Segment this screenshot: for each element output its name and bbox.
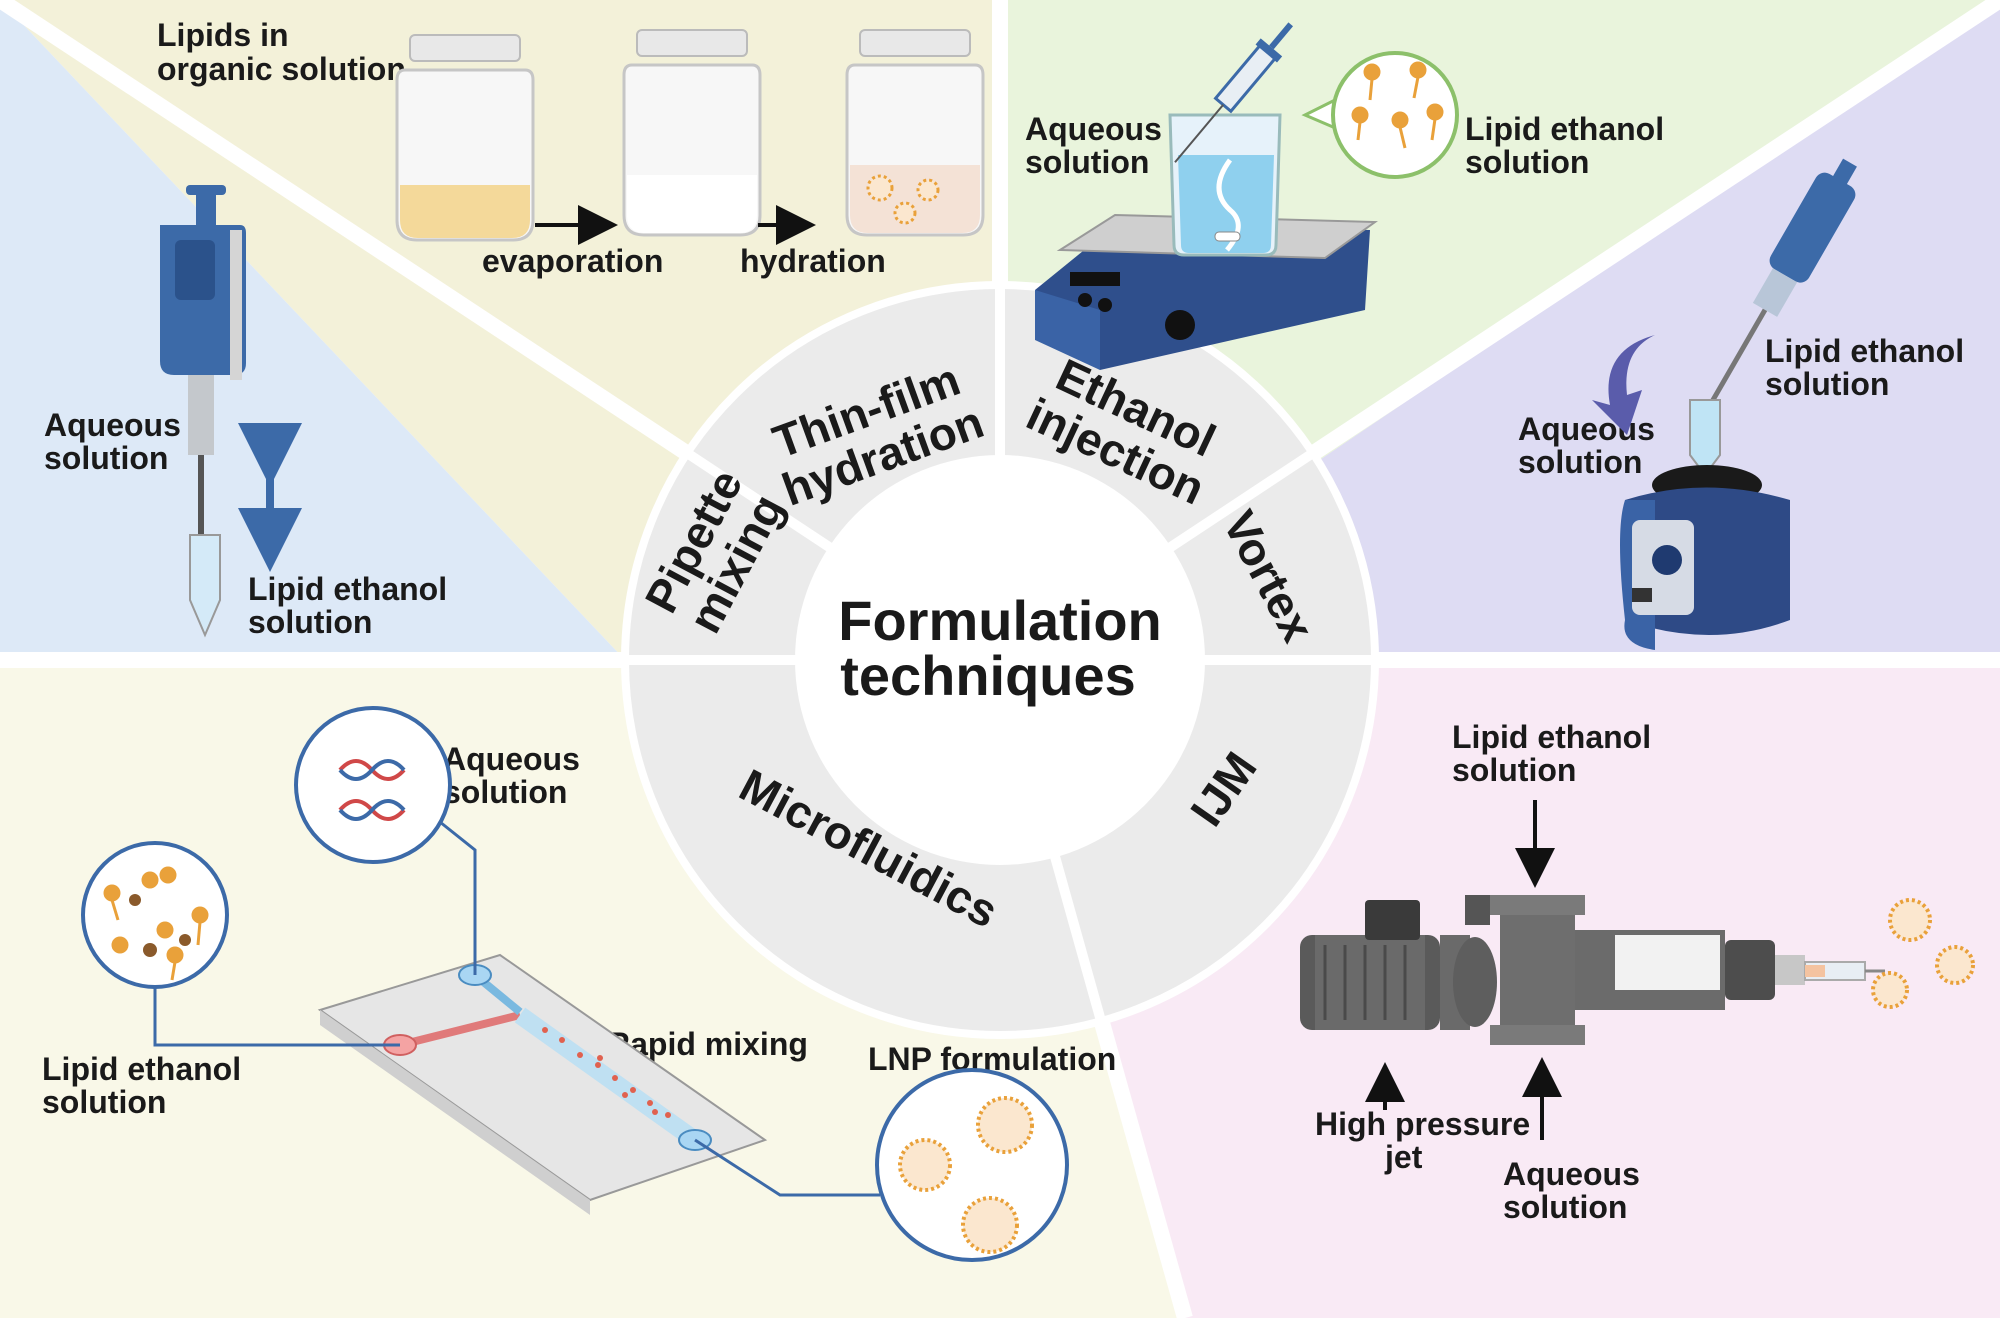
dna-zoom-circle bbox=[294, 706, 452, 864]
ethanol-lipid-label-1: Lipid ethanol bbox=[1465, 111, 1664, 147]
jar-dry-film bbox=[622, 29, 762, 237]
center-title-line2: techniques bbox=[840, 644, 1136, 707]
lipids-label-1: Lipids in bbox=[157, 17, 289, 53]
ijm-lipid-label-2: solution bbox=[1452, 752, 1576, 788]
vortex-aqueous-label-2: solution bbox=[1518, 444, 1642, 480]
center-disc bbox=[795, 455, 1205, 865]
panel-pipette-bg bbox=[0, 0, 625, 660]
lipid-zoom-circle bbox=[81, 841, 229, 989]
vortex-tube bbox=[1689, 399, 1721, 477]
syringe bbox=[1174, 22, 1294, 163]
pipette-lipid-label-1: Lipid ethanol bbox=[248, 571, 447, 607]
center-title-line1: Formulation bbox=[838, 589, 1162, 652]
ethanol-aqueous-label-1: Aqueous bbox=[1025, 111, 1162, 147]
microfluidics-panel: Aqueous solution Lipid ethanol solution … bbox=[42, 706, 1116, 1262]
lipid-zoom-bubble bbox=[1301, 51, 1459, 179]
ijm-aqueous-label-2: solution bbox=[1503, 1189, 1627, 1225]
pipette-lipid-label-2: solution bbox=[248, 604, 372, 640]
vortex-machine bbox=[1620, 465, 1790, 650]
lipid-connector bbox=[153, 985, 400, 1047]
pipette-tube bbox=[189, 534, 221, 638]
micro-aqueous-label-1: Aqueous bbox=[443, 741, 580, 777]
ethanol-lipid-label-2: solution bbox=[1465, 144, 1589, 180]
ethanol-aqueous-label-2: solution bbox=[1025, 144, 1149, 180]
hydration-label: hydration bbox=[740, 243, 886, 279]
ijm-apparatus bbox=[1300, 895, 1885, 1045]
ijm-aqueous-label-1: Aqueous bbox=[1503, 1156, 1640, 1192]
lipids-label-2: organic solution bbox=[157, 51, 406, 87]
vortex-lipid-label-2: solution bbox=[1765, 366, 1889, 402]
ijm-panel: Lipid ethanol solution High pressure jet… bbox=[1300, 719, 1975, 1225]
vortex-lipid-label-1: Lipid ethanol bbox=[1765, 333, 1964, 369]
vortex-panel: Lipid ethanol solution Aqueous solution bbox=[1518, 158, 1964, 650]
lnp-zoom-circle bbox=[875, 1068, 1069, 1262]
pipette-mixing-panel: Aqueous solution Lipid ethanol solution bbox=[44, 185, 447, 640]
jar-lipids bbox=[395, 34, 535, 242]
thin-film-panel: Lipids in organic solution evaporation h… bbox=[157, 17, 985, 279]
lnp-connector bbox=[694, 1138, 880, 1197]
vortex-curved-arrow bbox=[1592, 335, 1655, 435]
vortex-aqueous-label-1: Aqueous bbox=[1518, 411, 1655, 447]
aqueous-connector bbox=[439, 820, 477, 975]
jar-hydrated bbox=[845, 29, 985, 237]
ijm-lnp-particles bbox=[1871, 898, 1975, 1009]
pipette-aqueous-label-2: solution bbox=[44, 440, 168, 476]
micro-lipid-label-1: Lipid ethanol bbox=[42, 1051, 241, 1087]
ethanol-injection-panel: Aqueous solution Lipid ethanol solution bbox=[1025, 22, 1664, 370]
ijm-hp-label-1: High pressure bbox=[1315, 1106, 1530, 1142]
evaporation-label: evaporation bbox=[482, 243, 663, 279]
vortex-pipette bbox=[1707, 158, 1857, 407]
ijm-hp-label-2: jet bbox=[1384, 1139, 1423, 1175]
micro-lipid-label-2: solution bbox=[42, 1084, 166, 1120]
micro-aqueous-label-2: solution bbox=[443, 774, 567, 810]
microfluidic-chip bbox=[317, 953, 768, 1215]
hand-pipette bbox=[160, 185, 246, 540]
ijm-lipid-label-1: Lipid ethanol bbox=[1452, 719, 1651, 755]
pipette-aqueous-label-1: Aqueous bbox=[44, 407, 181, 443]
beaker bbox=[1168, 113, 1282, 257]
